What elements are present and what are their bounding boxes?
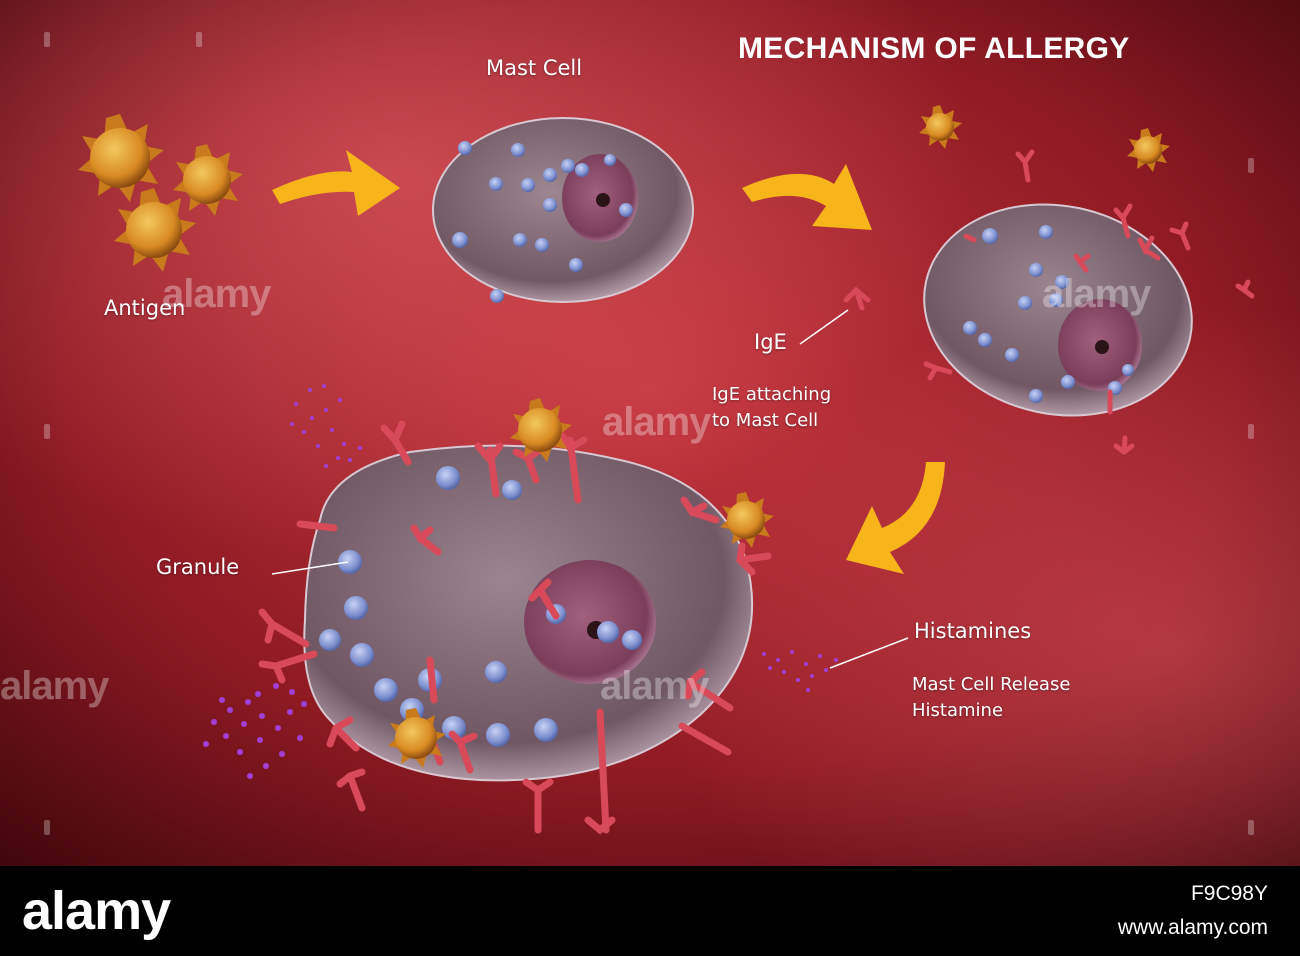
- diagram-title: MECHANISM OF ALLERGY: [738, 32, 1130, 65]
- footer-logo: alamy: [22, 881, 171, 941]
- antigen-label: Antigen: [104, 296, 186, 320]
- histamine-release-line-1: Mast Cell Release: [912, 674, 1071, 695]
- mast-cell-label: Mast Cell: [486, 56, 583, 80]
- antigen: [919, 105, 962, 149]
- watermark: alamy: [162, 272, 271, 316]
- antigen: [78, 114, 164, 202]
- arrow-1: [272, 150, 400, 216]
- watermark-mark: [1248, 820, 1254, 835]
- mast-cell-resting: [432, 117, 694, 303]
- antigen: [114, 188, 196, 272]
- ige-label: IgE: [754, 330, 787, 354]
- leader-lines: [271, 309, 909, 669]
- ige-attaching-caption: IgE attaching to Mast Cell: [712, 382, 831, 434]
- process-arrows: [272, 150, 945, 574]
- arrow-3: [846, 462, 945, 574]
- antigen: [1127, 128, 1170, 172]
- watermark-mark: [44, 424, 50, 439]
- histamine-release-caption: Mast Cell Release Histamine: [912, 672, 1070, 724]
- watermark: alamy: [600, 664, 709, 708]
- watermark-mark: [1248, 158, 1254, 173]
- footer-image-id: F9C98Y: [1190, 882, 1268, 905]
- watermark: alamy: [1042, 272, 1151, 316]
- ige-attaching-line-1: IgE attaching: [712, 384, 832, 405]
- watermark-mark: [44, 820, 50, 835]
- histamines-label: Histamines: [914, 619, 1032, 643]
- watermark-mark: [196, 32, 202, 47]
- arrow-2: [742, 164, 872, 230]
- mast-cell-sensitized: [843, 149, 1255, 456]
- watermark: alamy: [0, 664, 109, 708]
- granule-label: Granule: [156, 555, 240, 579]
- watermark: alamy: [602, 400, 711, 444]
- antigen-group: [78, 105, 1170, 272]
- histamine-particles: [203, 384, 838, 779]
- mast-cell-degranulating: [258, 398, 774, 835]
- bound-antigens: [388, 398, 774, 768]
- ige-attaching-line-2: to Mast Cell: [712, 410, 819, 431]
- footer-url: www.alamy.com: [1117, 916, 1268, 939]
- nucleus: [524, 560, 656, 684]
- allergy-mechanism-artwork: [0, 0, 1300, 866]
- watermark-mark: [44, 32, 50, 47]
- histamine-release-line-2: Histamine: [912, 700, 1004, 721]
- footer-bar: alamy F9C98Y www.alamy.com: [0, 866, 1300, 956]
- watermark-mark: [1248, 424, 1254, 439]
- antigen: [173, 144, 243, 216]
